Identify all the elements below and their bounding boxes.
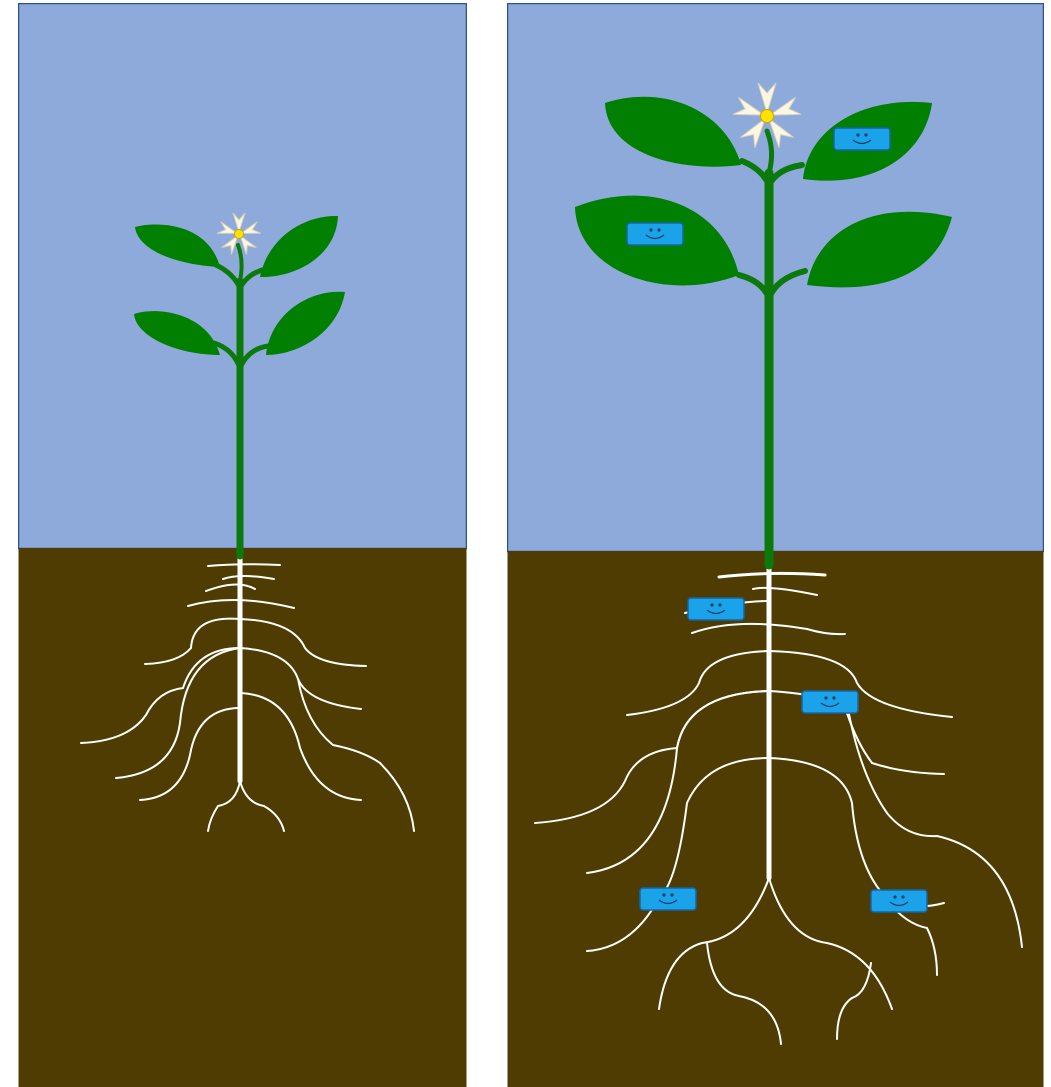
smiley-sensor-icon — [834, 128, 890, 150]
smiley-sensor-icon — [627, 223, 683, 245]
soil — [508, 551, 1044, 1087]
smiley-sensor-icon — [640, 888, 696, 910]
smiley-sensor-icon — [871, 890, 927, 912]
smiley-sensor-icon — [802, 691, 858, 713]
small-plant-illustration — [18, 3, 467, 1087]
smiley-sensor-icon — [688, 598, 744, 620]
large-plant-illustration — [507, 3, 1044, 1087]
small-plant-panel — [18, 3, 467, 1087]
large-plant-panel — [507, 3, 1044, 1087]
